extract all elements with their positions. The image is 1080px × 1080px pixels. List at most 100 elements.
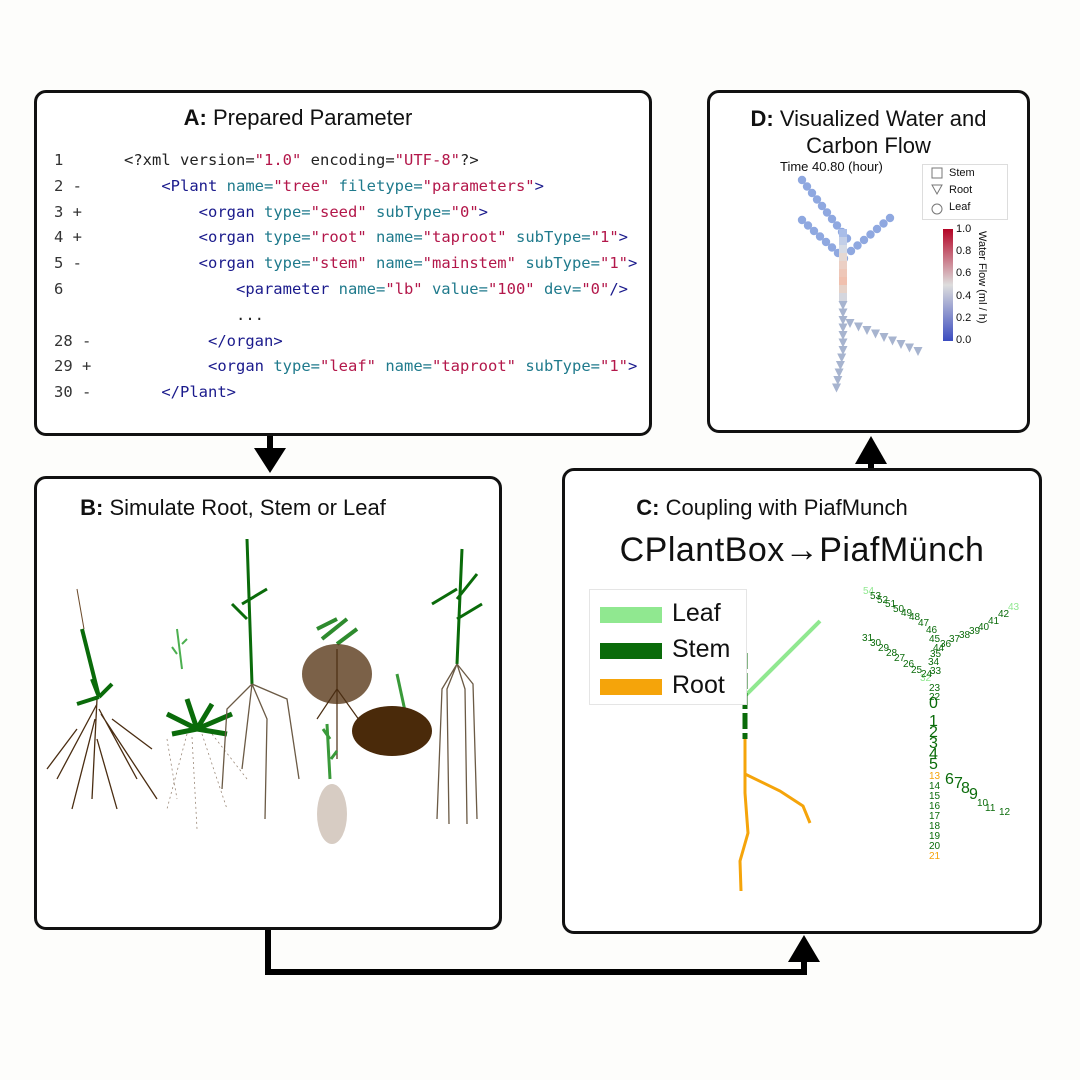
flow-node-leaf xyxy=(797,175,807,185)
arrow-a-to-b-head xyxy=(254,448,286,473)
line-number: 28 - xyxy=(54,331,92,350)
legend-leaf-label: Leaf xyxy=(949,201,971,213)
skeleton-root-main xyxy=(738,739,750,892)
node-label: 45 xyxy=(929,634,941,645)
code-token: /> xyxy=(609,279,628,298)
line-number: 1 xyxy=(54,151,64,169)
code-token: "stem" xyxy=(310,254,367,273)
node-label: 7 xyxy=(954,775,963,792)
node-label: 13 xyxy=(929,771,941,782)
panel-c-coupling: C: Coupling with PiafMunch CPlantBox→Pia… xyxy=(562,468,1042,934)
flow-node-leaf xyxy=(817,201,827,211)
panel-b-title: B: Simulate Root, Stem or Leaf xyxy=(80,495,386,520)
line-number: 6 xyxy=(54,279,64,298)
flow-node-leaf xyxy=(846,246,856,256)
line-number: 30 - xyxy=(54,383,92,402)
organ-legend: Leaf Stem Root xyxy=(589,589,747,705)
node-label: 44 xyxy=(933,643,945,654)
node-label: 49 xyxy=(901,608,913,619)
flow-node-leaf xyxy=(802,182,812,191)
flow-node-stem xyxy=(839,253,847,261)
code-token: > xyxy=(628,357,638,376)
panel-a-title: A: Prepared Parameter xyxy=(183,105,413,130)
code-token: "taproot" xyxy=(432,357,516,376)
skeleton-root-lateral xyxy=(744,772,812,824)
piafmunch-node-labels: 5453525150494847464544434241403938373635… xyxy=(862,586,1020,862)
flow-node-leaf xyxy=(815,232,825,241)
code-token: <Plant xyxy=(161,176,227,195)
time-label: Time 40.80 (hour) xyxy=(780,159,883,174)
code-token: "seed" xyxy=(310,202,367,221)
node-label: 17 xyxy=(929,811,941,822)
node-label: 11 xyxy=(985,803,996,814)
code-token: "UTF-8" xyxy=(394,151,460,169)
flow-node-root xyxy=(832,383,841,393)
code-token: "1" xyxy=(599,254,628,273)
flow-node-root xyxy=(835,361,845,370)
flow-node-leaf xyxy=(822,208,832,217)
node-label: 34 xyxy=(928,657,940,668)
node-label: 24 xyxy=(921,669,933,680)
code-token: type= xyxy=(263,228,311,247)
node-label: 28 xyxy=(886,648,898,659)
stem-square-icon xyxy=(931,167,943,179)
node-label: 42 xyxy=(998,609,1010,620)
colorbar-tick: 0.2 xyxy=(956,312,972,324)
flow-node-leaf xyxy=(821,237,831,247)
flow-nodes xyxy=(797,175,923,393)
code-token: ... xyxy=(124,305,264,324)
flow-node-leaf xyxy=(807,188,817,198)
node-label: 27 xyxy=(894,653,906,664)
skeleton-leaf-right xyxy=(743,619,822,698)
node-label: 32 xyxy=(920,673,932,684)
code-line: 6 <parameter name="lb" value="100" dev="… xyxy=(54,277,637,303)
flow-node-root xyxy=(845,319,855,328)
code-token: type= xyxy=(273,357,320,376)
code-token: > xyxy=(478,202,488,221)
flow-node-leaf xyxy=(812,195,822,204)
code-line: ... xyxy=(54,303,637,329)
node-label: 54 xyxy=(863,586,875,597)
node-label: 40 xyxy=(978,622,990,633)
flow-node-leaf xyxy=(872,224,882,234)
colorbar-tick: 0.6 xyxy=(956,267,972,279)
flow-node-root xyxy=(838,308,848,318)
leaf-circle-icon xyxy=(931,203,943,215)
code-token: name= xyxy=(226,176,274,195)
code-token: </organ> xyxy=(208,331,283,350)
node-label: 1 xyxy=(929,713,938,730)
node-label: 52 xyxy=(877,595,889,606)
code-token: "root" xyxy=(310,228,367,247)
node-label: 9 xyxy=(969,786,978,803)
node-label: 41 xyxy=(988,616,1000,627)
arrow-b-to-c xyxy=(265,930,807,975)
code-token: filetype= xyxy=(329,176,423,195)
water-flow-plot xyxy=(797,175,953,393)
colorbar xyxy=(943,229,953,341)
flow-node-stem xyxy=(839,277,847,285)
code-line: 29 + <organ type="leaf" name="taproot" s… xyxy=(54,354,637,380)
node-label: 6 xyxy=(945,771,954,788)
node-label: 25 xyxy=(911,665,923,676)
code-token: <?xml version= xyxy=(124,151,255,169)
flow-node-leaf xyxy=(827,243,837,252)
flow-node-root xyxy=(833,376,843,385)
code-token: subType= xyxy=(366,202,451,221)
flow-node-root xyxy=(837,353,847,363)
code-token xyxy=(124,383,161,401)
code-token: "100" xyxy=(487,279,535,298)
flow-node-leaf xyxy=(879,219,888,228)
code-token: > xyxy=(627,254,638,273)
line-number: 3 + xyxy=(54,202,82,221)
legend-swatch-leaf xyxy=(600,607,662,623)
node-label: 39 xyxy=(969,626,981,637)
colorbar-title: Water Flow (ml / h) xyxy=(976,231,988,324)
node-label: 46 xyxy=(926,625,938,636)
code-token xyxy=(124,228,199,246)
flow-node-leaf xyxy=(827,214,837,224)
plant-1-root-system xyxy=(46,588,158,810)
line-number: 5 - xyxy=(54,254,82,273)
flow-node-leaf xyxy=(832,221,842,230)
flow-node-root xyxy=(905,343,914,353)
